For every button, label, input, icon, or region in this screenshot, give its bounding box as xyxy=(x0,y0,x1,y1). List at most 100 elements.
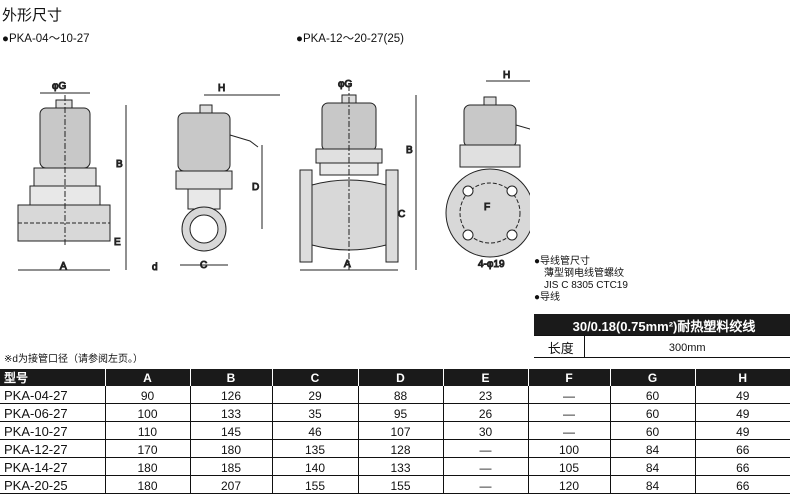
conduit-line1: 薄型钢电线管螺纹 xyxy=(544,268,624,279)
drawing2-label: ●PKA-12～20-27(25) xyxy=(296,33,404,45)
table-cell: 126 xyxy=(189,386,272,404)
table-cell: — xyxy=(442,439,528,458)
table-cell: 120 xyxy=(527,475,610,494)
table-cell: 49 xyxy=(694,421,790,440)
dim-d: D xyxy=(252,182,259,193)
dim-g-2: φG xyxy=(338,79,352,90)
table-cell: 185 xyxy=(189,457,272,476)
length-value: 300mm xyxy=(583,335,790,358)
table-cell: 66 xyxy=(694,457,790,476)
table-cell: 90 xyxy=(104,386,190,404)
dim-h-2: H xyxy=(503,70,510,81)
table-cell: 88 xyxy=(357,386,443,404)
conduit-line2: JIS C 8305 CTC19 xyxy=(544,280,628,291)
table-cell: 180 xyxy=(104,457,190,476)
conduit-title: ●导线管尺寸 xyxy=(534,256,591,267)
column-header: A xyxy=(104,369,190,386)
dim-c-2: C xyxy=(398,209,405,220)
dim-f-2: F xyxy=(484,202,490,213)
table-cell: 107 xyxy=(357,421,443,440)
table-cell: 133 xyxy=(357,457,443,476)
drawing1-label: ●PKA-04～10-27 xyxy=(2,33,90,45)
column-header: E xyxy=(442,369,528,386)
dim-holes: 4-φ19 xyxy=(478,259,505,270)
table-cell: 46 xyxy=(271,421,358,440)
table-cell: 60 xyxy=(609,421,695,440)
table-cell: 49 xyxy=(694,386,790,404)
table-cell: 155 xyxy=(271,475,358,494)
table-cell: 23 xyxy=(442,386,528,404)
table-cell: 35 xyxy=(271,403,358,422)
table-cell: 105 xyxy=(527,457,610,476)
table-cell: 180 xyxy=(104,475,190,494)
table-cell: — xyxy=(442,457,528,476)
valve-drawings: φG B E A H D C d φG B A C H D F 4-φ19 xyxy=(17,70,530,274)
table-cell: 29 xyxy=(271,386,358,404)
dim-a-2: A xyxy=(344,259,351,270)
model-cell: PKA-14-27 xyxy=(0,457,105,476)
dim-h: H xyxy=(218,83,225,94)
table-cell: 100 xyxy=(527,439,610,458)
valve-large-side xyxy=(445,80,530,258)
table-cell: 66 xyxy=(694,475,790,494)
dim-g: φG xyxy=(52,81,66,92)
table-cell: 128 xyxy=(357,439,443,458)
valve-small-side xyxy=(175,94,280,266)
table-cell: 26 xyxy=(442,403,528,422)
table-cell: 145 xyxy=(189,421,272,440)
table-cell: 155 xyxy=(357,475,443,494)
column-header: D xyxy=(357,369,443,386)
table-cell: 60 xyxy=(609,403,695,422)
table-cell: 170 xyxy=(104,439,190,458)
lead-title: ●导线 xyxy=(534,292,561,303)
column-header: B xyxy=(189,369,272,386)
dim-port: d xyxy=(152,262,158,273)
table-cell: 84 xyxy=(609,439,695,458)
column-header: H xyxy=(694,369,790,386)
note: ※d为接管口径（请参阅左页。） xyxy=(4,354,143,365)
page-title: 外形尺寸 xyxy=(2,7,63,24)
table-cell: 180 xyxy=(189,439,272,458)
model-cell: PKA-10-27 xyxy=(0,421,105,440)
model-cell: PKA-12-27 xyxy=(0,439,105,458)
table-cell: — xyxy=(527,421,610,440)
table-cell: 49 xyxy=(694,403,790,422)
dim-b-2: B xyxy=(406,145,413,156)
column-header: C xyxy=(271,369,358,386)
model-cell: PKA-04-27 xyxy=(0,386,105,404)
table-cell: 207 xyxy=(189,475,272,494)
dim-b: B xyxy=(116,159,123,170)
column-header: 型号 xyxy=(0,369,105,386)
table-cell: 66 xyxy=(694,439,790,458)
wire-info: ●导线管尺寸 薄型钢电线管螺纹 JIS C 8305 CTC19 ●导线 xyxy=(534,256,628,304)
table-cell: 133 xyxy=(189,403,272,422)
table-cell: 84 xyxy=(609,457,695,476)
table-cell: — xyxy=(442,475,528,494)
column-header: G xyxy=(609,369,695,386)
table-cell: — xyxy=(527,386,610,404)
dim-a: A xyxy=(60,261,67,272)
table-cell: 140 xyxy=(271,457,358,476)
valve-small-front xyxy=(17,92,127,271)
length-label: 长度 xyxy=(534,335,585,358)
table-cell: — xyxy=(527,403,610,422)
table-cell: 84 xyxy=(609,475,695,494)
dim-e: E xyxy=(114,237,121,248)
table-cell: 60 xyxy=(609,386,695,404)
dim-c: C xyxy=(200,260,207,271)
table-cell: 110 xyxy=(104,421,190,440)
table-cell: 95 xyxy=(357,403,443,422)
table-cell: 100 xyxy=(104,403,190,422)
column-header: F xyxy=(527,369,610,386)
model-cell: PKA-20-25 xyxy=(0,475,105,494)
lead-spec: 30/0.18(0.75mm²)耐热塑料绞线 xyxy=(534,314,790,336)
model-cell: PKA-06-27 xyxy=(0,403,105,422)
table-cell: 135 xyxy=(271,439,358,458)
